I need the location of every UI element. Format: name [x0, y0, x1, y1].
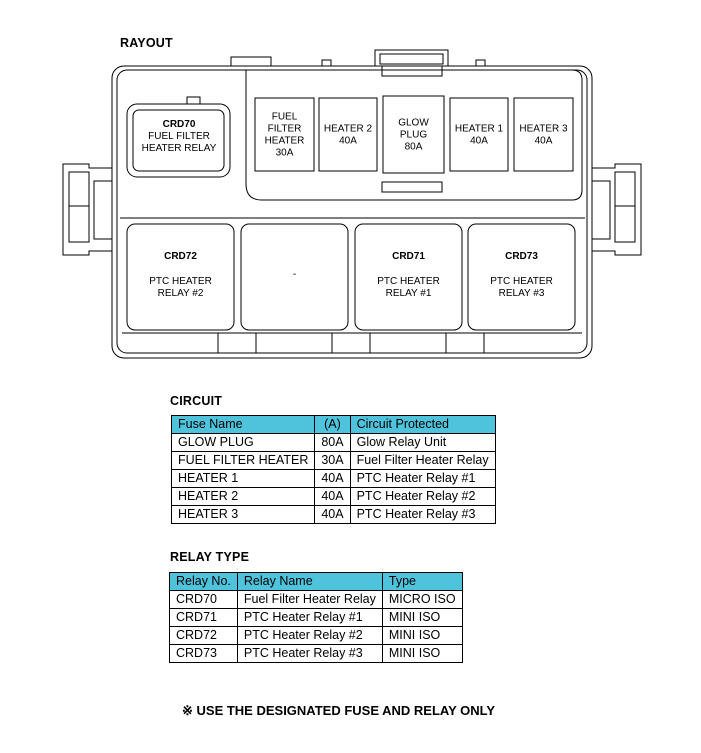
relay-type-table-cell: MICRO ISO [381, 590, 463, 609]
relay-type-table-column-header: Type [381, 572, 463, 591]
relay-crd73-label: RELAY #3 [499, 288, 545, 299]
relay-crd70-label: HEATER RELAY [142, 143, 217, 154]
fuse-heater-2 [318, 97, 378, 172]
fuse-fuel-filter-heater-label: HEATER [265, 136, 305, 147]
circuit-table-cell: HEATER 1 [170, 469, 316, 488]
fuse-heater-1-label: HEATER 1 [455, 124, 504, 135]
fuse-glow-plug [382, 95, 445, 174]
relay-crd70-code: CRD70 [163, 119, 196, 130]
fuse-heater-2-label: HEATER 2 [324, 124, 373, 135]
relay-empty-label: - [293, 269, 296, 280]
relay-type-table-cell: MINI ISO [381, 644, 463, 663]
circuit-table-cell: PTC Heater Relay #2 [349, 487, 496, 506]
fuse-glow-plug-label: PLUG [400, 130, 427, 141]
relay-type-title: RELAY TYPE [170, 550, 250, 564]
relay-type-table-cell: Fuel Filter Heater Relay [236, 590, 383, 609]
fuse-fuel-filter-heater [254, 97, 315, 172]
relay-socket-crd70 [126, 103, 231, 178]
relay-type-table-cell: MINI ISO [381, 626, 463, 645]
relay-crd73-label: PTC HEATER [490, 276, 553, 287]
circuit-table-column-header: Circuit Protected [349, 415, 496, 434]
relay-crd73-code: CRD73 [505, 251, 538, 262]
relay-socket-crd71 [354, 223, 463, 331]
circuit-title: CIRCUIT [170, 394, 223, 408]
relay-crd71-label: RELAY #1 [386, 288, 432, 299]
fuse-fuel-filter-heater-label: FUEL [272, 112, 298, 123]
fuse-heater-2-label: 40A [339, 136, 357, 147]
circuit-table-cell: FUEL FILTER HEATER [170, 451, 316, 470]
circuit-table-cell: HEATER 2 [170, 487, 316, 506]
relay-crd72-label: RELAY #2 [158, 288, 204, 299]
circuit-table-cell: 30A [314, 451, 351, 470]
relay-type-table-cell: CRD71 [169, 608, 238, 627]
relay-socket-crd73 [467, 223, 576, 331]
relay-type-table-cell: MINI ISO [381, 608, 463, 627]
circuit-table-cell: Fuel Filter Heater Relay [349, 451, 496, 470]
relay-socket-crd72 [126, 223, 235, 331]
fuse-fuel-filter-heater-label: FILTER [268, 124, 302, 135]
relay-crd71-label: PTC HEATER [377, 276, 440, 287]
circuit-table-cell: 40A [314, 505, 351, 524]
circuit-table-cell: HEATER 3 [170, 505, 316, 524]
fuse-heater-3-label: 40A [535, 136, 553, 147]
fuse-fuel-filter-heater-label: 30A [276, 148, 294, 159]
fuse-heater-1 [449, 97, 509, 172]
fuse-glow-plug-label: GLOW [398, 118, 429, 129]
fuse-heater-3-label: HEATER 3 [519, 124, 568, 135]
relay-type-table-column-header: Relay No. [169, 572, 238, 591]
fuse-heater-3 [513, 97, 574, 172]
relay-type-table-cell: CRD73 [169, 644, 238, 663]
relay-crd71-code: CRD71 [392, 251, 425, 262]
relay-type-table-cell: PTC Heater Relay #2 [236, 626, 383, 645]
circuit-table-column-header: (A) [314, 415, 351, 434]
circuit-table-cell: 40A [314, 469, 351, 488]
relay-type-table-cell: CRD72 [169, 626, 238, 645]
left-mounting-bracket [62, 163, 113, 256]
circuit-table-column-header: Fuse Name [170, 415, 316, 434]
circuit-table-cell: 80A [314, 433, 351, 452]
circuit-table-cell: 40A [314, 487, 351, 506]
fuse-panel [245, 69, 583, 201]
circuit-table-header: Fuse Name(A)Circuit Protected [170, 415, 496, 434]
fuse-glow-plug-label: 80A [405, 142, 423, 153]
circuit-table-cell: PTC Heater Relay #3 [349, 505, 496, 524]
designated-parts-note: ※ USE THE DESIGNATED FUSE AND RELAY ONLY [182, 703, 496, 718]
right-mounting-bracket [591, 163, 642, 256]
circuit-table-cell: PTC Heater Relay #1 [349, 469, 496, 488]
relay-type-table-cell: PTC Heater Relay #3 [236, 644, 383, 663]
relay-crd72-code: CRD72 [164, 251, 197, 262]
layout-title: RAYOUT [120, 36, 173, 50]
circuit-table-cell: Glow Relay Unit [349, 433, 496, 452]
relay-crd70-label: FUEL FILTER [148, 131, 210, 142]
fuse-heater-1-label: 40A [470, 136, 488, 147]
relay-socket-empty [240, 223, 349, 331]
relay-type-table-cell: CRD70 [169, 590, 238, 609]
relay-crd72-label: PTC HEATER [149, 276, 212, 287]
relay-type-table-column-header: Relay Name [236, 572, 383, 591]
relay-type-table-cell: PTC Heater Relay #1 [236, 608, 383, 627]
circuit-table-cell: GLOW PLUG [170, 433, 316, 452]
